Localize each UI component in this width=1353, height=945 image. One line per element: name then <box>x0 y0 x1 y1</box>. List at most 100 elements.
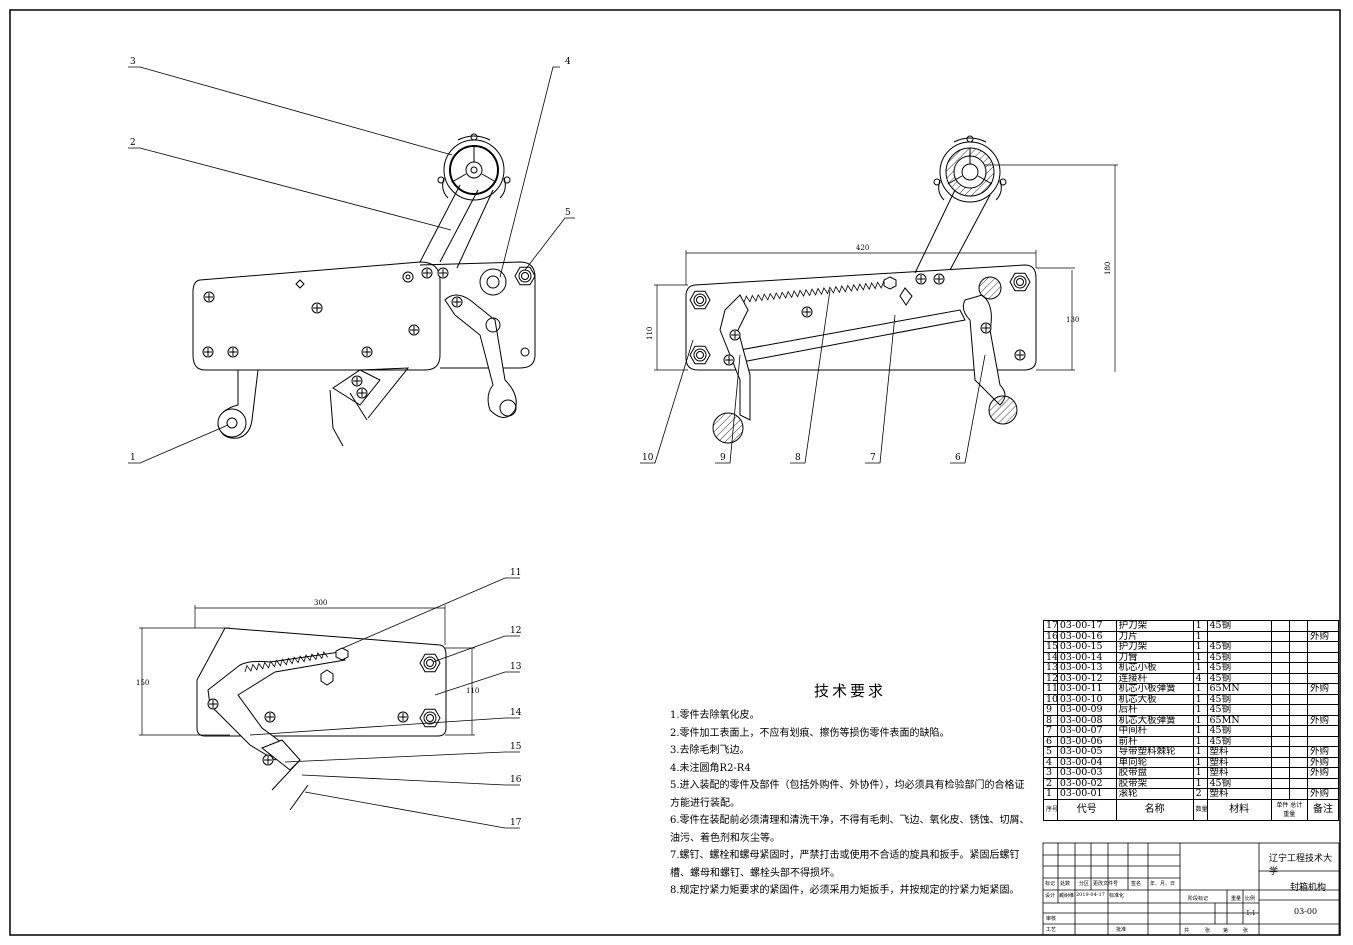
bom-cell-code: 03-00-10 <box>1056 693 1117 705</box>
bom-cell-unit-weight <box>1270 651 1290 663</box>
bom-cell-qty: 1 <box>1192 662 1208 674</box>
bom-cell-qty: 1 <box>1192 767 1208 779</box>
bom-cell-material <box>1206 630 1272 642</box>
tb-approve: 批准 <box>1116 927 1127 933</box>
bom-cell-code: 03-00-16 <box>1056 630 1117 642</box>
bom-cell-unit-weight <box>1270 714 1290 726</box>
bom-cell-qty: 1 <box>1192 630 1208 642</box>
bom-cell-total-weight <box>1288 641 1308 653</box>
bom-cell-note <box>1306 620 1340 632</box>
bom-header-code: 代号 <box>1056 798 1117 821</box>
bom-cell-no: 12 <box>1043 672 1058 684</box>
dim-420: 420 <box>856 244 869 252</box>
bom-header-unit: 单件 <box>1276 801 1289 809</box>
bom-header: 序号 代号 名称 数量 材料 单件 总计 重量 备注 <box>1043 798 1340 821</box>
balloon-10: 10 <box>642 453 654 463</box>
spring-right <box>737 280 888 304</box>
tb-design: 设计 <box>1045 893 1056 899</box>
bom-cell-unit-weight <box>1270 672 1290 684</box>
bom-header-name: 名称 <box>1115 798 1194 821</box>
bom-cell-no: 2 <box>1043 777 1058 789</box>
bom-cell-qty: 1 <box>1192 693 1208 705</box>
dim-150: 150 <box>136 679 149 687</box>
bom-cell-code: 03-00-13 <box>1056 662 1117 674</box>
bom-cell-no: 6 <box>1043 735 1058 747</box>
bom-cell-material: 塑料 <box>1206 746 1272 758</box>
bom-cell-no: 8 <box>1043 714 1058 726</box>
bom-cell-name: 机芯大板弹簧 <box>1115 714 1194 726</box>
tb-review: 审核 <box>1046 916 1057 922</box>
bom-cell-code: 03-00-09 <box>1056 704 1117 716</box>
bom-cell-material: 45钢 <box>1206 651 1272 663</box>
bom-cell-name: 机芯小板弹簧 <box>1115 683 1194 695</box>
bom-cell-no: 7 <box>1043 725 1058 737</box>
bom-cell-material: 塑料 <box>1206 788 1272 800</box>
tb-standard: 标准化 <box>1109 893 1125 899</box>
bom-cell-name: 刀片 <box>1115 630 1194 642</box>
bom-cell-total-weight <box>1288 693 1308 705</box>
bom-cell-unit-weight <box>1270 725 1290 737</box>
bom-cell-qty: 1 <box>1192 777 1208 789</box>
bom-cell-note <box>1306 662 1340 674</box>
bom-cell-name: 胶带盘 <box>1115 767 1194 779</box>
bom-cell-unit-weight <box>1270 735 1290 747</box>
bom-cell-name: 护刀架 <box>1115 641 1194 653</box>
balloon-4: 4 <box>565 57 571 67</box>
left-leaders <box>128 66 575 464</box>
bom-cell-unit-weight <box>1270 704 1290 716</box>
bom-cell-note <box>1306 704 1340 716</box>
bom-cell-note: 外购 <box>1306 683 1340 695</box>
tech-item: 2.零件加工表面上，不应有划痕、擦伤等损伤零件表面的缺陷。 <box>670 727 950 739</box>
bom-cell-unit-weight <box>1270 777 1290 789</box>
bom-cell-total-weight <box>1288 767 1308 779</box>
bom-cell-material: 45钢 <box>1206 641 1272 653</box>
title-block: 辽宁工程技术大学 封箱机构 03-00 标记 处数 分区 更改文件号 签名 年、… <box>1043 843 1339 935</box>
right-view: 420 110 130 180 <box>640 135 1118 464</box>
balloon-1: 1 <box>130 453 136 463</box>
tb-scale-label: 比例 <box>1245 896 1256 902</box>
dim-300: 300 <box>314 599 327 607</box>
balloon-7: 7 <box>870 453 876 463</box>
bom-cell-qty: 1 <box>1192 704 1208 716</box>
bom-cell-total-weight <box>1288 662 1308 674</box>
bom-cell-unit-weight <box>1270 630 1290 642</box>
bom-cell-unit-weight <box>1270 641 1290 653</box>
bom-header-no: 序号 <box>1043 798 1058 821</box>
bom-cell-code: 03-00-04 <box>1056 756 1117 768</box>
bom-cell-total-weight <box>1288 756 1308 768</box>
tech-item: 8.规定拧紧力矩要求的紧固件，必须采用力矩扳手，并按规定的拧紧力矩紧固。 <box>670 885 1020 896</box>
bom-cell-name: 机芯小板 <box>1115 662 1194 674</box>
bom-cell-material: 65MN <box>1206 683 1272 695</box>
balloon-11: 11 <box>510 568 521 578</box>
bom-cell-note: 外购 <box>1306 714 1340 726</box>
balloon-17: 17 <box>510 818 522 828</box>
bom-cell-qty: 1 <box>1192 651 1208 663</box>
bom-cell-unit-weight <box>1270 620 1290 632</box>
tb-weight: 重量 <box>1231 896 1242 902</box>
bom-cell-total-weight <box>1288 725 1308 737</box>
balloon-9: 9 <box>720 453 726 463</box>
bom-cell-code: 03-00-06 <box>1056 735 1117 747</box>
bom-cell-code: 03-00-08 <box>1056 714 1117 726</box>
dim-110-bottom: 110 <box>466 687 479 695</box>
tb-mark: 标记 <box>1045 881 1056 887</box>
bom-cell-code: 03-00-12 <box>1056 672 1117 684</box>
bom-cell-code: 03-00-17 <box>1056 620 1117 632</box>
bom-cell-no: 4 <box>1043 756 1058 768</box>
tb-stage-mark: 阶段标记 <box>1188 896 1209 902</box>
bom-cell-note: 外购 <box>1306 746 1340 758</box>
bom-cell-name: 胶带架 <box>1115 777 1194 789</box>
bom-cell-note: 外购 <box>1306 788 1340 800</box>
bom-cell-name: 后杆 <box>1115 704 1194 716</box>
bom-cell-no: 15 <box>1043 641 1058 653</box>
dim-130: 130 <box>1066 316 1079 324</box>
dim-110-left: 110 <box>646 327 654 340</box>
tb-change-doc: 更改文件号 <box>1093 881 1119 887</box>
